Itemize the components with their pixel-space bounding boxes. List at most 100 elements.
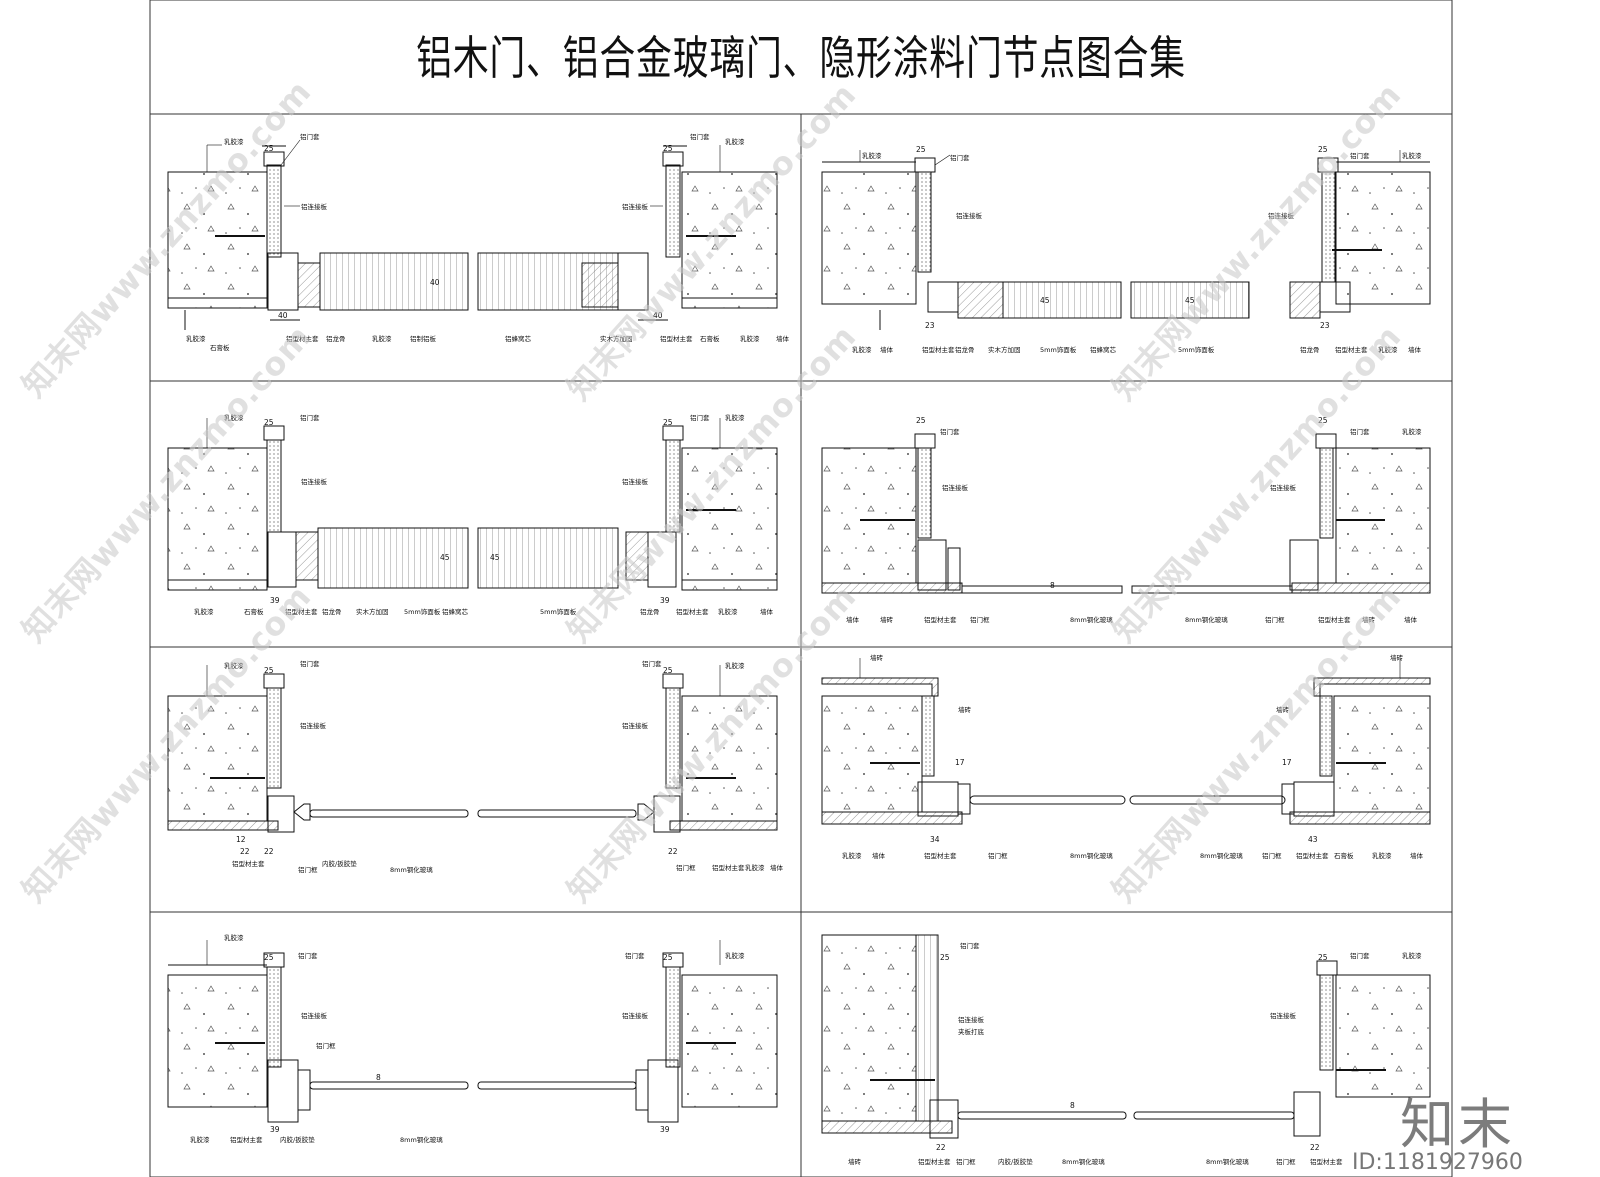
label-gypsum-1: 石膏板	[210, 343, 230, 352]
label-latex-4: 乳胶漆	[372, 334, 392, 343]
label-brick-1: 墙砖	[880, 615, 894, 624]
dim-25-g: 25	[916, 416, 926, 425]
label-frame-cover-14: 铝门套	[1350, 951, 1370, 960]
label-latex-1: 乳胶漆	[224, 137, 244, 146]
label-frame-cover-13: 铝门套	[960, 941, 980, 950]
label-hinge-board-1: 铝制铝板	[410, 334, 437, 343]
label-solid-wood-3: 实木方加固	[356, 607, 389, 616]
dim-25-b: 25	[663, 144, 673, 153]
dim-25-d: 25	[1318, 145, 1328, 154]
label-latex-22: 乳胶漆	[190, 1135, 210, 1144]
label-brick-6: 墙砖	[1276, 705, 1290, 714]
leader-lines	[206, 139, 1401, 965]
label-wall-4: 墙体	[760, 607, 774, 616]
label-latex-11: 乳胶漆	[725, 413, 745, 422]
dim-25-n: 25	[1318, 953, 1328, 962]
label-main-profile-3: 铝型材主套	[922, 345, 955, 354]
label-keel-4: 铝龙骨	[322, 607, 342, 616]
label-panel-1: 5mm饰面板	[1040, 345, 1077, 354]
dim-17-b: 17	[1282, 758, 1292, 767]
dim-45-b: 45	[1185, 296, 1195, 305]
label-frame-cover-2: 铝门套	[690, 132, 710, 141]
label-frame-cover-8: 铝门套	[1350, 427, 1370, 436]
dim-17-a: 17	[955, 758, 965, 767]
detail-cell-5	[167, 673, 778, 833]
label-gasket-2: 内胶/扳胶垫	[280, 1135, 315, 1144]
label-panel-3: 5mm饰面板	[404, 607, 441, 616]
label-latex-2: 乳胶漆	[725, 137, 745, 146]
dim-22-e: 22	[1310, 1143, 1320, 1152]
label-connector-1: 铝连接板	[301, 202, 328, 211]
label-frame-cover-3: 铝门套	[950, 153, 970, 162]
dim-25-h: 25	[1318, 416, 1328, 425]
dim-12-a: 12	[236, 835, 246, 844]
label-glass-5: 8mm钢化玻璃	[1200, 851, 1243, 860]
label-latex-13: 乳胶漆	[718, 607, 738, 616]
dim-39-a: 39	[270, 596, 280, 605]
label-frame-cover-12: 铝门套	[625, 951, 645, 960]
dim-23-b: 23	[1320, 321, 1330, 330]
detail-cell-2	[821, 157, 1431, 330]
label-main-profile-7: 铝型材主套	[924, 615, 957, 624]
label-latex-10: 乳胶漆	[224, 413, 244, 422]
label-connector-2: 铝连接板	[622, 202, 649, 211]
label-main-profile-2: 铝型材主套	[660, 334, 693, 343]
label-main-profile-8: 铝型材主套	[1318, 615, 1351, 624]
watermark-brand-logo: 知末	[1400, 1093, 1516, 1156]
label-connector-10: 铝连接板	[622, 721, 649, 730]
label-gasket-1: 内胶/扳胶垫	[322, 859, 357, 868]
dim-22-c: 22	[668, 847, 678, 856]
dim-25-a: 25	[264, 144, 274, 153]
label-brick-5: 墙砖	[958, 705, 972, 714]
label-latex-18: 乳胶漆	[842, 851, 862, 860]
label-frame-cover-4: 铝门套	[1350, 151, 1370, 160]
label-latex-20: 乳胶漆	[224, 933, 244, 942]
detail-cell-4	[821, 433, 1431, 594]
label-honeycomb-3: 铝蜂窝芯	[442, 607, 469, 616]
label-gypsum-2: 石膏板	[700, 334, 720, 343]
label-door-frame-4: 铝门框	[676, 863, 696, 872]
label-glass-6: 8mm钢化玻璃	[400, 1135, 443, 1144]
callout-labels: 乳胶漆 铝门套 铝连接板 乳胶漆 铝门套 铝连接板 乳胶漆 石膏板 铝型材主套 …	[186, 132, 1424, 1166]
label-latex-8: 乳胶漆	[852, 345, 872, 354]
dim-25-i: 25	[264, 666, 274, 675]
dim-25-m: 25	[940, 953, 950, 962]
label-brick-3: 墙砖	[1390, 653, 1404, 662]
sheet-frame	[149, 0, 1453, 1177]
label-latex-5: 乳胶漆	[740, 334, 760, 343]
detail-cell-1	[167, 145, 778, 330]
label-wall-7: 墙体	[770, 863, 784, 872]
label-door-frame-2: 铝门框	[1265, 615, 1285, 624]
label-gypsum-4: 石膏板	[1334, 851, 1354, 860]
label-latex-3: 乳胶漆	[186, 334, 206, 343]
label-wall-2: 墙体	[880, 345, 894, 354]
label-glass-2: 8mm钢化玻璃	[1185, 615, 1228, 624]
label-latex-9: 乳胶漆	[1378, 345, 1398, 354]
label-panel-4: 5mm饰面板	[540, 607, 577, 616]
label-main-profile-4: 铝型材主套	[1335, 345, 1368, 354]
label-door-frame-5: 铝门框	[988, 851, 1008, 860]
dim-25-j: 25	[663, 666, 673, 675]
label-solid-wood-1: 实木方加固	[600, 334, 633, 343]
label-gasket-3: 内胶/扳胶垫	[998, 1157, 1033, 1166]
label-wall-9: 墙体	[1410, 851, 1424, 860]
dim-22-d: 22	[936, 1143, 946, 1152]
label-frame-cover-6: 铝门套	[690, 413, 710, 422]
dimension-labels: 25 25 40 40 40 25 25 23 23 45 45 25 25 3…	[236, 144, 1330, 1152]
label-latex-17: 乳胶漆	[745, 863, 765, 872]
label-latex-7: 乳胶漆	[1402, 151, 1422, 160]
label-latex-21: 乳胶漆	[725, 951, 745, 960]
label-main-profile-15: 铝型材主套	[1310, 1157, 1343, 1166]
label-frame-cover-10: 铝门套	[642, 659, 662, 668]
label-latex-6: 乳胶漆	[862, 151, 882, 160]
label-gypsum-3: 石膏板	[244, 607, 264, 616]
dim-23-a: 23	[925, 321, 935, 330]
label-connector-6: 铝连接板	[622, 477, 649, 486]
dim-22-a: 22	[240, 847, 250, 856]
label-frame-cover-11: 铝门套	[298, 951, 318, 960]
label-connector-8: 铝连接板	[1270, 483, 1297, 492]
label-latex-14: 乳胶漆	[1402, 427, 1422, 436]
dim-40-b: 40	[653, 311, 663, 320]
